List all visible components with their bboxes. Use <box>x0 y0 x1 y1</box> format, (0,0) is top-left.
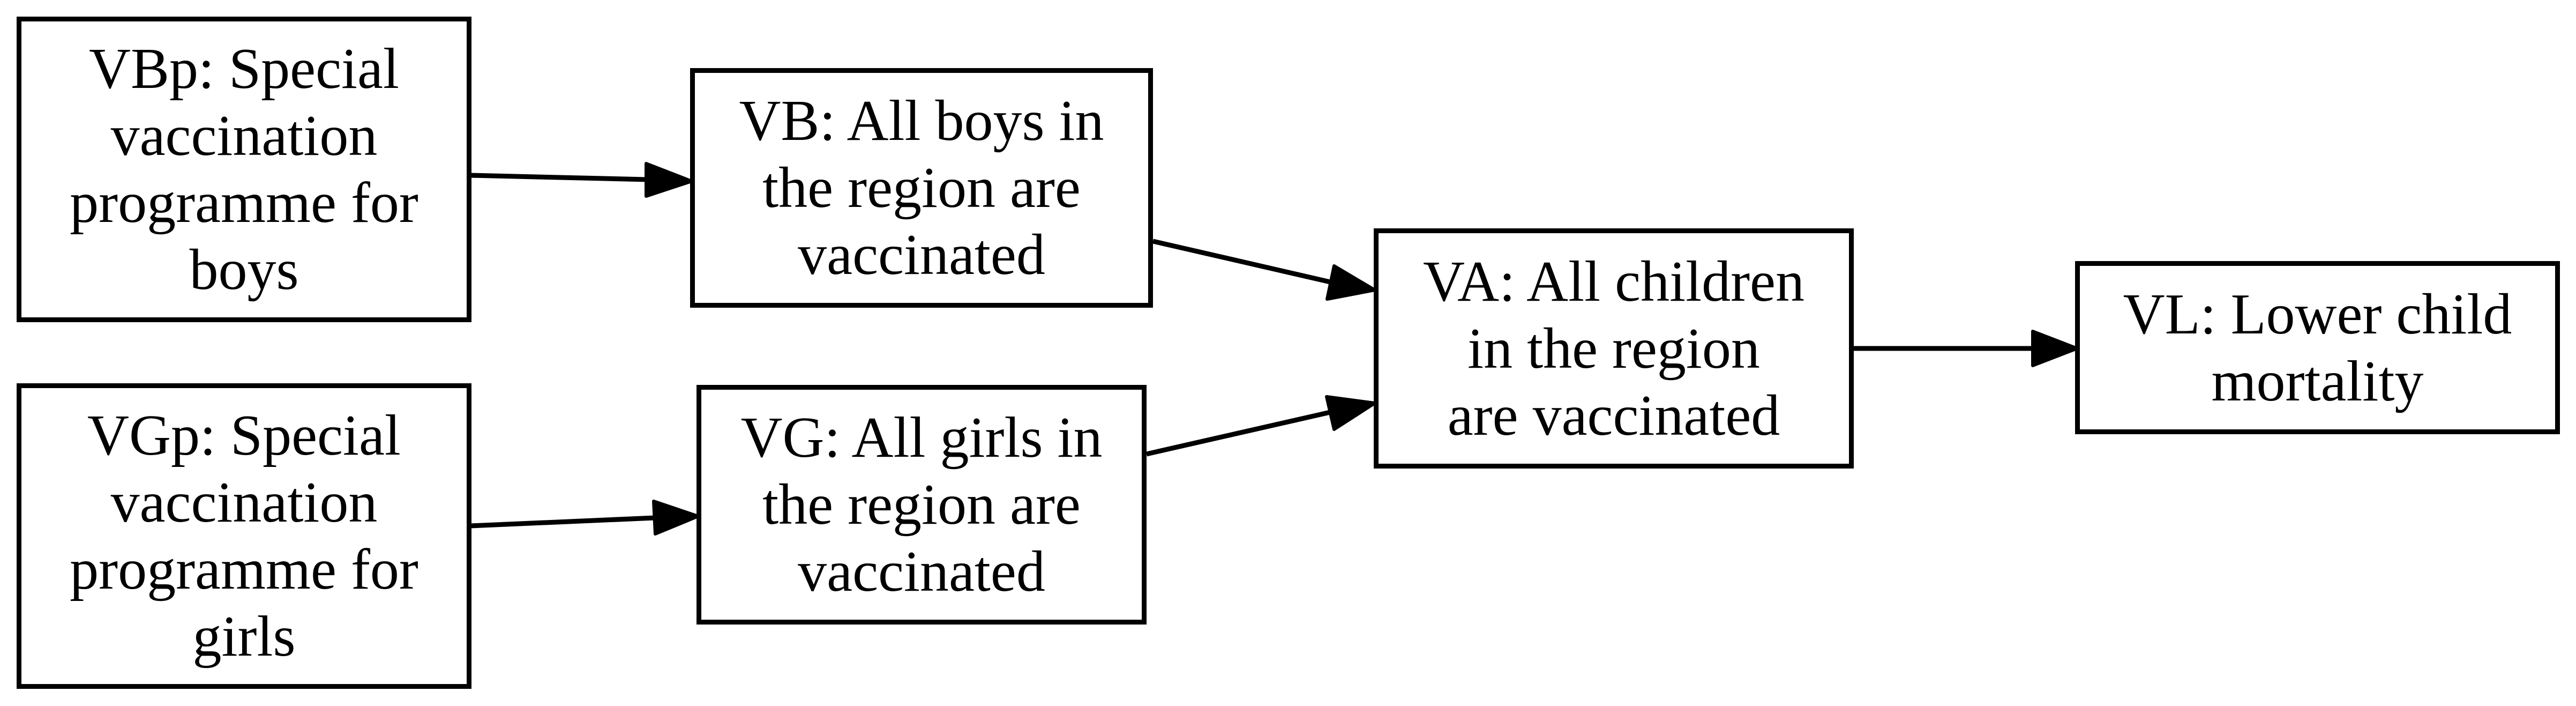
node-vl: VL: Lower child mortality <box>2075 261 2560 434</box>
edge-va-to-vl <box>1852 330 2079 367</box>
node-vl-label: VL: Lower child mortality <box>2123 282 2512 413</box>
node-va-label: VA: All children in the region are vacci… <box>1423 249 1804 448</box>
edge-vgp-to-vg <box>469 500 700 536</box>
node-vbp: VBp: Special vaccination programme for b… <box>17 17 471 322</box>
edge-vb-to-va <box>1152 239 1376 301</box>
arrowhead-icon <box>645 162 693 198</box>
node-vgp: VGp: Special vaccination programme for g… <box>17 383 471 689</box>
arrowhead-icon <box>2031 330 2079 367</box>
node-vgp-label: VGp: Special vaccination programme for g… <box>70 404 418 668</box>
arrowhead-icon <box>652 500 700 536</box>
edge-vg-to-va <box>1146 395 1376 457</box>
node-va: VA: All children in the region are vacci… <box>1374 228 1854 469</box>
node-vg: VG: All girls in the region are vaccinat… <box>697 385 1147 625</box>
arrowhead-icon <box>1325 395 1376 431</box>
node-vb-label: VB: All boys in the region are vaccinate… <box>739 89 1104 287</box>
node-vbp-label: VBp: Special vaccination programme for b… <box>70 37 418 302</box>
edge-vbp-to-vb <box>469 162 693 198</box>
node-vb: VB: All boys in the region are vaccinate… <box>690 68 1153 308</box>
arrowhead-icon <box>1326 264 1376 301</box>
node-vg-label: VG: All girls in the region are vaccinat… <box>740 406 1103 604</box>
